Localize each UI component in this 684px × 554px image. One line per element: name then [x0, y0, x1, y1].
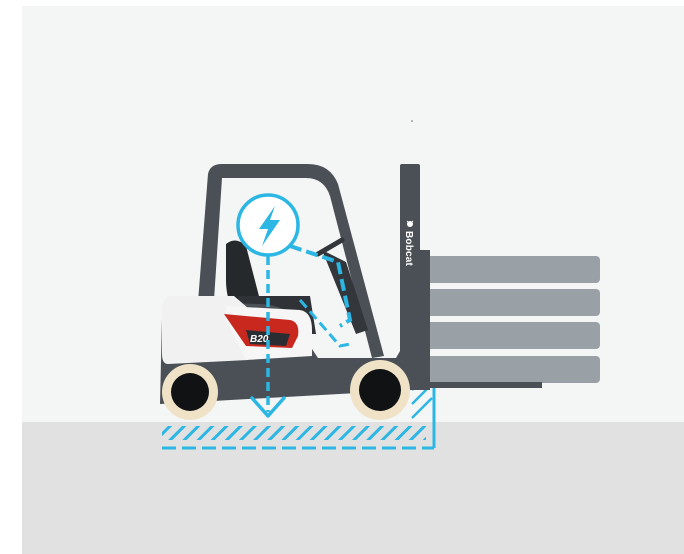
pallet — [426, 322, 600, 349]
pallet — [426, 289, 600, 316]
rear-wheel — [162, 364, 218, 420]
floor — [22, 422, 684, 554]
model-label: B20 — [250, 334, 269, 345]
ground-hatch — [162, 426, 426, 440]
bobcat-logo-icon — [407, 221, 413, 227]
fork — [418, 382, 542, 388]
front-wheel — [350, 360, 410, 420]
pallet — [426, 256, 600, 283]
pallet — [426, 356, 600, 383]
brand-label: Bobcat — [403, 231, 414, 267]
speck — [411, 120, 413, 122]
